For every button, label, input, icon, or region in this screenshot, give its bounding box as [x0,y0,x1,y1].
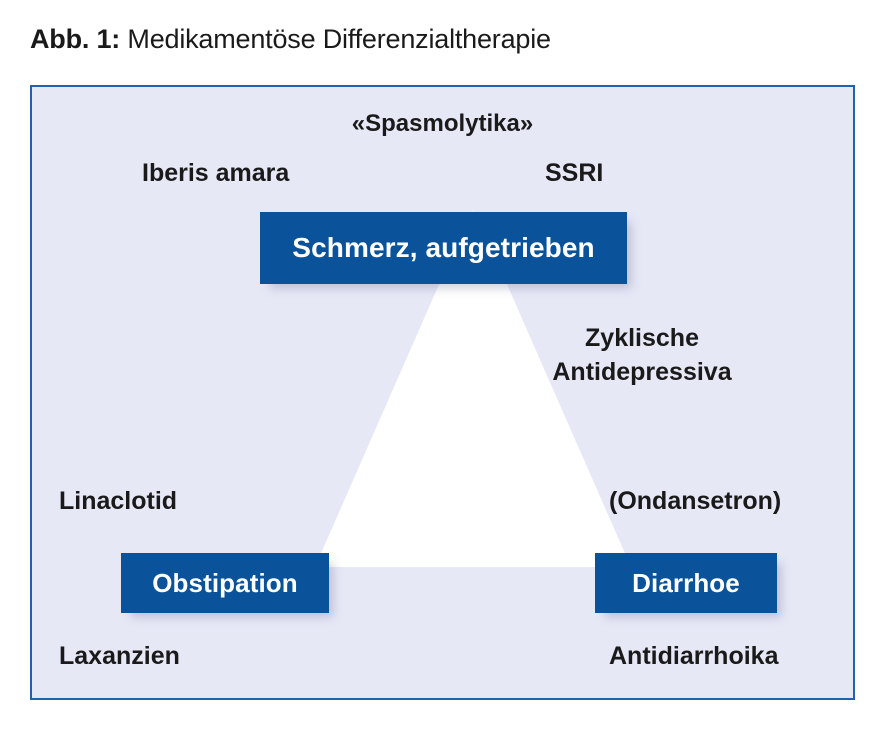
diagram-frame: «Spasmolytika» Iberis amara SSRI Zyklisc… [30,85,855,700]
annotation-ondansetron: (Ondansetron) [609,487,782,515]
annotation-spasmolytika: «Spasmolytika» [351,110,534,137]
annotation-laxanzien: Laxanzien [59,642,180,670]
figure-caption: Abb. 1: Medikamentöse Differenzialtherap… [30,24,551,55]
annotation-linaclotid: Linaclotid [59,487,178,515]
node-diarrhoe: Diarrhoe [595,553,777,613]
annotation-ssri: SSRI [545,159,604,187]
annotation-iberis-amara: Iberis amara [142,159,290,187]
annotation-zyklische-antidepressiva: Zyklische Antidepressiva [552,324,732,386]
annotation-antidiarrhoika: Antidiarrhoika [609,642,779,670]
figure-caption-text: Medikamentöse Differenzialtherapie [120,24,551,54]
node-schmerz-aufgetrieben: Schmerz, aufgetrieben [260,212,627,284]
node-obstipation: Obstipation [121,553,329,613]
figure-caption-label: Abb. 1: [30,24,121,54]
